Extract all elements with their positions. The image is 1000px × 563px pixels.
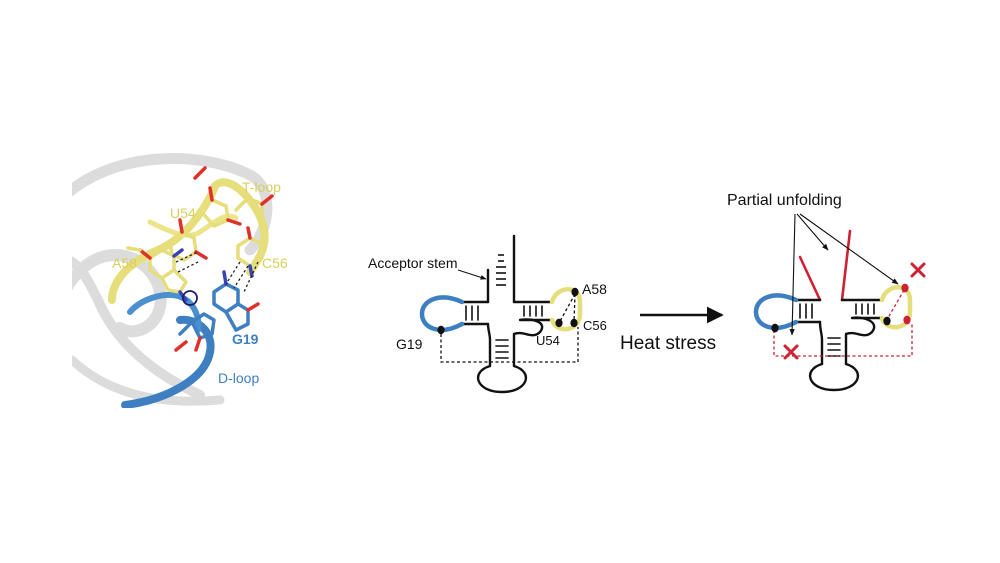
anticodon-arm [477,322,527,394]
label-acceptor-stem: Acceptor stem [368,255,457,271]
broken-contacts [771,283,913,357]
tertiary-contacts [437,287,579,363]
label-a58: A58 [112,255,137,271]
unfolded-variable-loop [845,316,876,337]
label-u54: U54 [170,205,196,221]
acceptor-stem-pointer [457,269,487,280]
label-schematic-g19: G19 [396,336,423,352]
unfolded-anticodon-arm [809,320,859,392]
t-loop-ribbon [108,178,269,304]
label-c56: C56 [262,255,288,271]
acceptor-stem-pairs [496,254,506,286]
heat-stress-transition: Heat stress [620,306,724,354]
grey-backbone [72,153,273,406]
unfolded-panel: Partial unfolding [727,192,926,392]
highlighted-atom [182,290,198,306]
d-arm [419,295,490,333]
label-schematic-u54: U54 [536,333,560,348]
acceptor-stem [486,234,516,304]
label-g19: G19 [232,331,259,347]
frayed-acceptor-stem [798,229,852,302]
unfolded-t-arm [840,285,913,330]
hydrogen-bonds [175,251,259,293]
label-partial-unfolding: Partial unfolding [727,192,842,209]
label-schematic-a58: A58 [582,281,607,297]
t-arm [512,287,583,332]
cross-mark-icon [783,344,799,360]
unfolding-arrows [789,213,899,336]
structure-panel: T-loop U54 A58 C56 G19 D-loop [72,153,288,408]
cross-mark-icon [910,262,926,278]
label-d-loop: D-loop [218,370,259,386]
schematic-panel: Acceptor stem A58 G19 U54 C56 [368,234,607,394]
label-schematic-c56: C56 [583,318,607,333]
label-heat-stress: Heat stress [620,333,716,354]
unfolded-d-arm [753,293,822,331]
label-t-loop: T-loop [242,179,281,195]
